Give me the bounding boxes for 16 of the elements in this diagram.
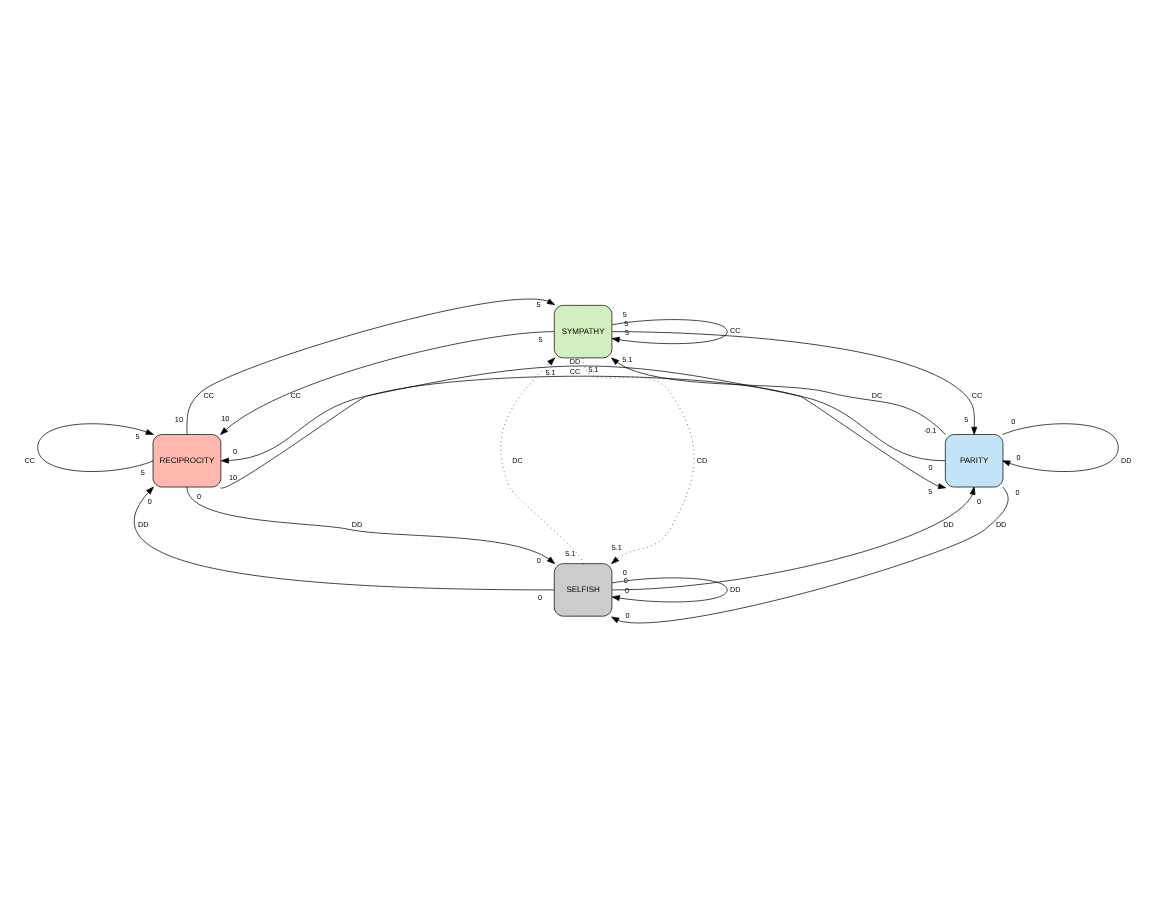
- arrow: [611, 486, 976, 591]
- arrow: [611, 319, 728, 345]
- arrow: [500, 357, 584, 564]
- arrow: [611, 486, 1009, 624]
- arrow: [611, 331, 978, 435]
- arrow: [37, 423, 154, 472]
- arrow: [582, 357, 695, 564]
- arrow: [1002, 423, 1119, 472]
- arrow: [220, 331, 555, 435]
- arrow: [611, 577, 728, 603]
- arrow: [611, 357, 947, 435]
- arrow: [186, 298, 555, 435]
- arrow: [220, 365, 946, 464]
- arrow: [220, 375, 947, 490]
- arrow: [186, 486, 555, 564]
- arrow: [134, 486, 555, 591]
